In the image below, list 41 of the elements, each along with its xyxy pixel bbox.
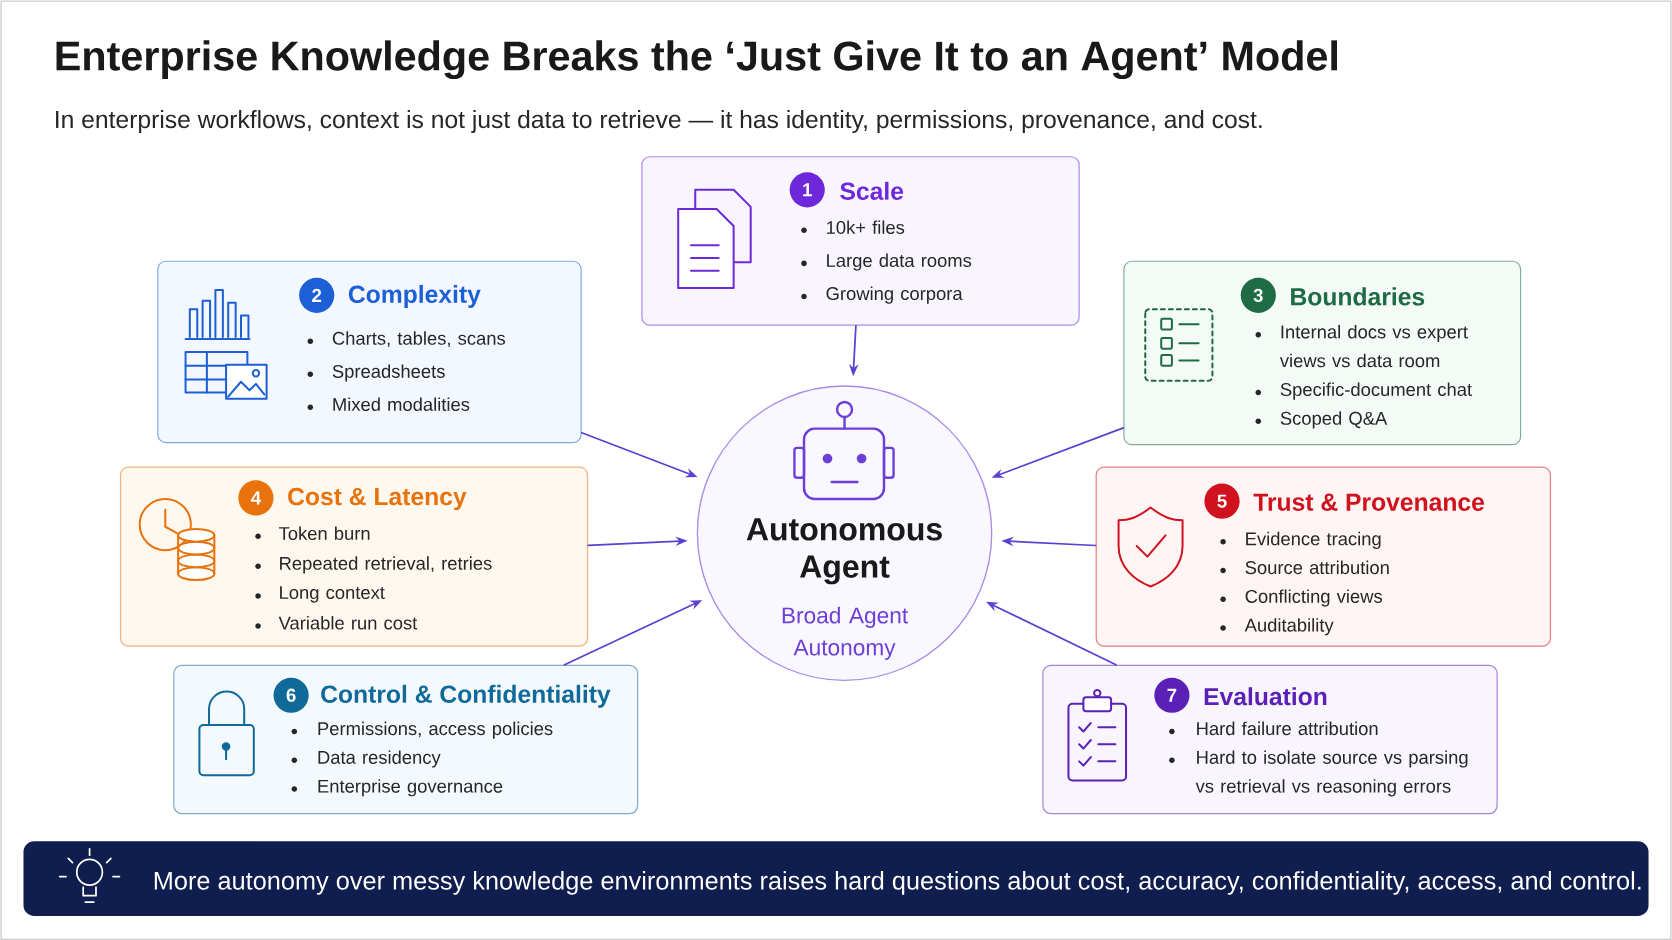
bullet-item: Variable run cost — [255, 615, 418, 630]
card-title: Control & Confidentiality — [321, 684, 611, 708]
bullet-item: Specific-document chat — [1255, 382, 1472, 400]
bullet-item: Long context — [255, 586, 385, 603]
bullet-item: Data residency — [291, 750, 441, 768]
bullet-item: Growing corpora — [801, 286, 963, 304]
bullet-item: Scoped Q&A — [1255, 411, 1388, 429]
card-title: Boundaries — [1291, 287, 1425, 306]
bullet-item: Source attribution — [1220, 560, 1389, 574]
bullet-item: Hard failure attribution — [1169, 721, 1378, 735]
number-badge: 6 — [273, 677, 309, 713]
bullet-item: Internal docs vs expert views vs data room — [1255, 324, 1468, 368]
card-title: Complexity — [348, 284, 481, 308]
bullet-item: Large data rooms — [801, 253, 972, 271]
bullet-item: Mixed modalities — [307, 397, 470, 411]
number-badge: 4 — [238, 480, 274, 516]
card-title: Evaluation — [1204, 687, 1327, 706]
number-badge: 3 — [1240, 277, 1276, 313]
number-badge: 2 — [299, 277, 335, 313]
bullet-item: 10k+ files — [801, 220, 905, 234]
agent-subtitle: Broad Agent Autonomy — [782, 606, 908, 660]
number-badge: 1 — [789, 171, 825, 208]
agent-title: Autonomous Agent — [746, 518, 942, 585]
bullet-item: Evidence tracing — [1220, 531, 1381, 549]
title: Enterprise Knowledge Breaks the ‘Just Give It to an Agent’ Model — [56, 40, 1337, 79]
bullet-item: Conflicting views — [1220, 589, 1382, 607]
bullet-item: Hard to isolate source vs parsing vs retrieval vs reasoning errors — [1169, 750, 1468, 797]
card-title: Trust & Provenance — [1253, 493, 1484, 511]
number-badge: 5 — [1204, 483, 1240, 519]
bullet-item: Auditability — [1220, 617, 1334, 636]
card-title: Cost & Latency — [288, 487, 467, 510]
bullet-item: Repeated retrieval, retries — [255, 556, 492, 574]
bullet-item: Enterprise governance — [291, 778, 503, 797]
bullet-item: Spreadsheets — [307, 364, 445, 382]
card-title: Scale — [840, 181, 904, 200]
banner: More autonomy over messy knowledge environments raises hard questions about cost, accuracy, confidentiality, access, and control. — [23, 841, 1649, 916]
subtitle: In enterprise workflows, context is not just data to retrieve — it has identity, permissions, provenance, and cost. — [56, 109, 1262, 133]
bullet-item: Charts, tables, scans — [307, 331, 506, 347]
number-badge: 7 — [1154, 677, 1190, 713]
bullet-item: Token burn — [255, 526, 370, 540]
bullet-item: Permissions, access policies — [291, 721, 553, 739]
